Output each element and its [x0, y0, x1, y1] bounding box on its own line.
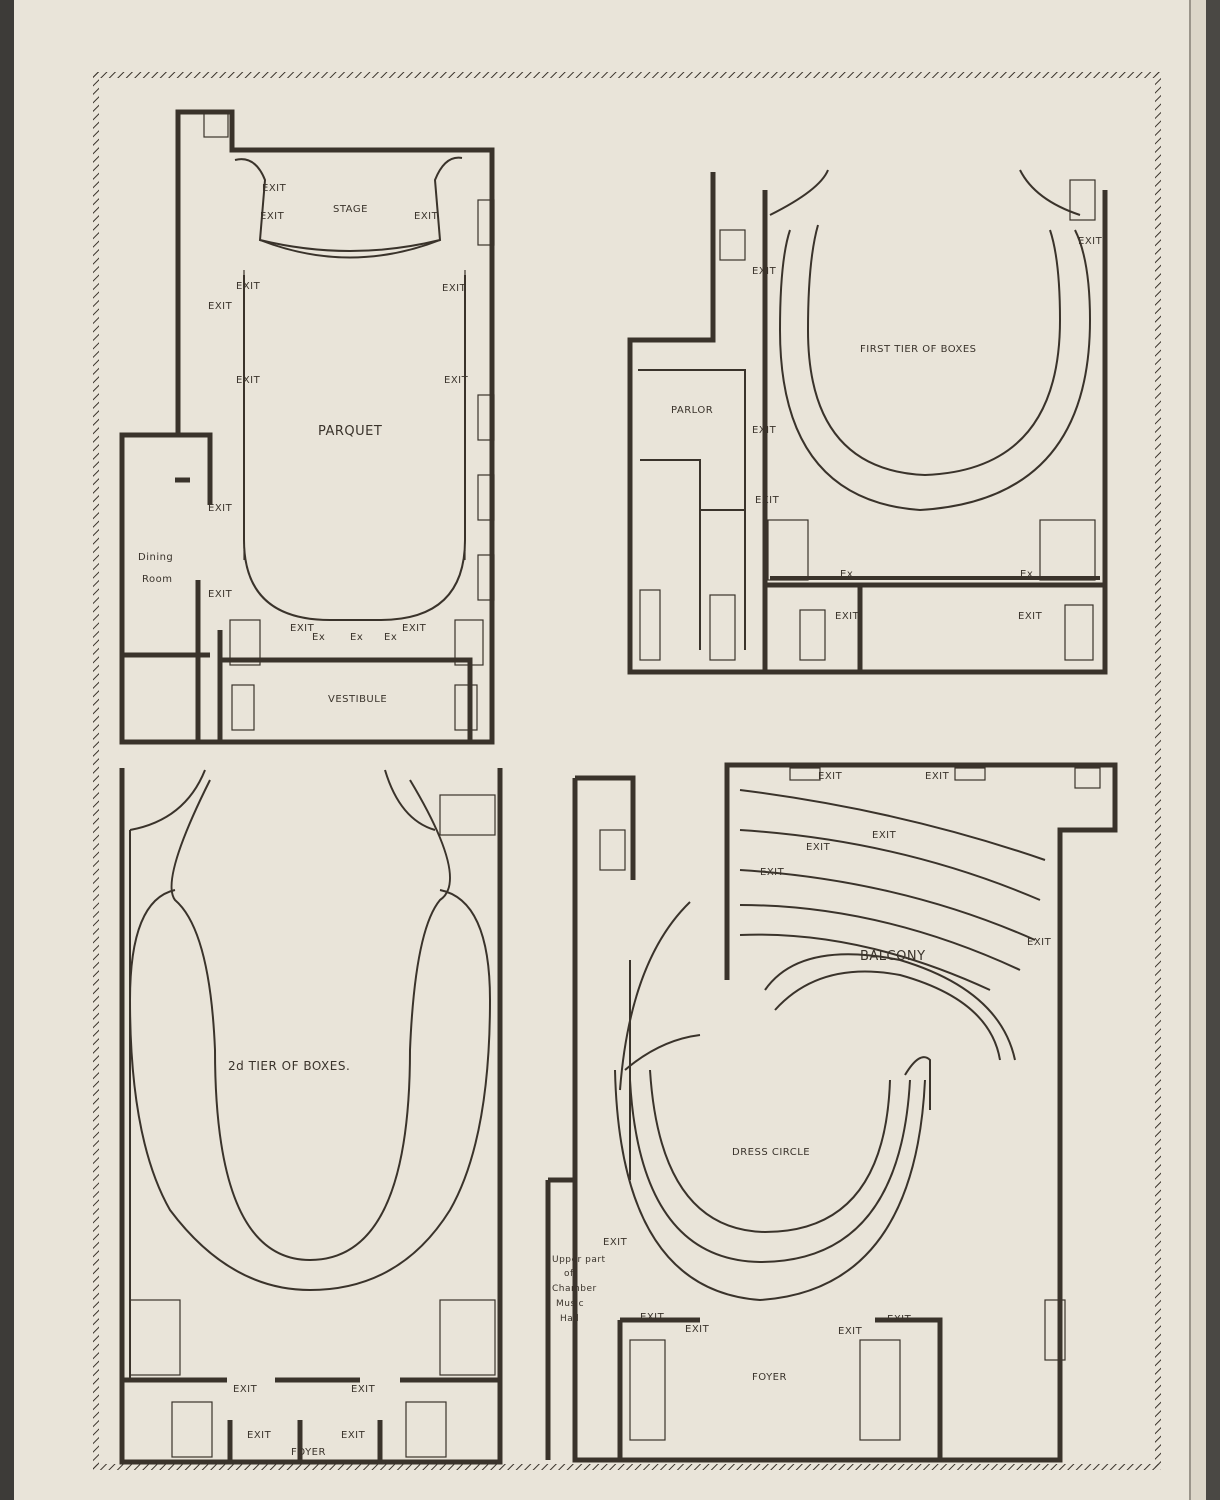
decorative-border — [93, 72, 1161, 1470]
exit-label: EXIT — [208, 589, 233, 600]
ex-label: Ex — [1020, 569, 1033, 580]
parlor-label: PARLOR — [671, 405, 713, 416]
exit-label: EXIT — [806, 842, 831, 853]
exit-label: EXIT — [260, 211, 285, 222]
right-binding-edge — [1206, 0, 1220, 1500]
exit-label: EXIT — [835, 611, 860, 622]
parquet-floor-plan: EXIT EXIT EXIT STAGE EXIT EXIT EXIT EXIT… — [119, 109, 495, 745]
balcony-title: BALCONY — [860, 949, 926, 964]
second-tier-floor-plan: 2d TIER OF BOXES. EXIT EXIT EXIT EXIT FO… — [119, 768, 503, 1465]
exit-label: EXIT — [872, 830, 897, 841]
parquet-title: PARQUET — [318, 424, 382, 439]
dining-room-label: Dining — [138, 552, 173, 563]
exit-label: EXIT — [444, 375, 469, 386]
exit-label: EXIT — [402, 623, 427, 634]
exit-label: EXIT — [341, 1430, 366, 1441]
exit-label: EXIT — [760, 867, 785, 878]
chamber-label-line: Upper part — [552, 1255, 606, 1265]
foyer-label: FOYER — [752, 1372, 787, 1383]
ex-label: Ex — [312, 632, 325, 643]
exit-label: EXIT — [1078, 236, 1103, 247]
left-binding-edge — [0, 0, 14, 1500]
chamber-label-line: of — [564, 1269, 574, 1279]
ex-label: Ex — [350, 632, 363, 643]
exit-label: EXIT — [640, 1312, 665, 1323]
ex-label: Ex — [840, 569, 853, 580]
second-tier-title: 2d TIER OF BOXES. — [228, 1059, 350, 1073]
exit-label: EXIT — [236, 281, 261, 292]
first-tier-floor-plan: EXIT EXIT FIRST TIER OF BOXES PARLOR EXI… — [627, 169, 1108, 675]
chamber-label-line: Hall — [560, 1314, 579, 1324]
dress-circle-label: DRESS CIRCLE — [732, 1147, 810, 1158]
exit-label: EXIT — [603, 1237, 628, 1248]
balcony-floor-plan: EXIT EXIT EXIT EXIT EXIT EXIT BALCONY DR… — [545, 762, 1118, 1463]
exit-label: EXIT — [838, 1326, 863, 1337]
exit-label: EXIT — [752, 425, 777, 436]
chamber-label-line: Music — [556, 1299, 584, 1309]
chamber-label-line: Chamber — [552, 1284, 597, 1294]
exit-label: EXIT — [887, 1314, 912, 1325]
exit-label: EXIT — [818, 771, 843, 782]
exit-label: EXIT — [755, 495, 780, 506]
vestibule-label: VESTIBULE — [328, 694, 387, 705]
foyer-label: FOYER — [291, 1447, 326, 1458]
stage-label: STAGE — [333, 204, 368, 215]
exit-label: EXIT — [414, 211, 439, 222]
exit-label: EXIT — [290, 623, 315, 634]
exit-label: EXIT — [685, 1324, 710, 1335]
first-tier-title: FIRST TIER OF BOXES — [860, 344, 977, 355]
exit-label: EXIT — [247, 1430, 272, 1441]
exit-label: EXIT — [752, 266, 777, 277]
exit-label: EXIT — [925, 771, 950, 782]
exit-label: EXIT — [208, 503, 233, 514]
exit-label: EXIT — [236, 375, 261, 386]
exit-label: EXIT — [208, 301, 233, 312]
exit-label: EXIT — [1018, 611, 1043, 622]
exit-label: EXIT — [351, 1384, 376, 1395]
exit-label: EXIT — [442, 283, 467, 294]
chamber-music-hall-label: Upper part of Chamber Music Hall — [552, 1255, 606, 1324]
exit-label: EXIT — [233, 1384, 258, 1395]
exit-label: EXIT — [262, 183, 287, 194]
exit-label: EXIT — [1027, 937, 1052, 948]
dining-room-label: Room — [142, 574, 172, 585]
ex-label: Ex — [384, 632, 397, 643]
